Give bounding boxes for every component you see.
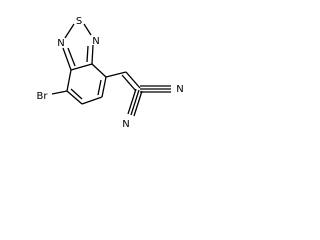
bond-n1-s bbox=[64, 23, 75, 39]
bond-c3a-c4 bbox=[91, 63, 107, 78]
bond-ch-c bbox=[125, 71, 141, 89]
bond-c5-c6 bbox=[81, 96, 103, 105]
bromine-label: Br bbox=[37, 91, 49, 102]
bond-c4-c5 bbox=[101, 76, 107, 98]
benzene-ring bbox=[66, 63, 107, 105]
vinyl-group bbox=[105, 71, 141, 92]
molecule-structure-diagram: S N N Br N N bbox=[37, 16, 184, 130]
double-bond-n3-c3a bbox=[86, 45, 89, 63]
double-bond-c6-c7 bbox=[70, 88, 83, 100]
bond-c7-c7a bbox=[66, 69, 72, 92]
bond-c4-ch bbox=[105, 71, 127, 78]
triple-bond-lower-b bbox=[130, 89, 140, 116]
nitrogen-right-label: N bbox=[92, 36, 99, 47]
double-bond-c7a-n1 bbox=[67, 47, 76, 67]
nitrile-n-upper-label: N bbox=[176, 84, 183, 95]
sulfur-label: S bbox=[76, 16, 82, 27]
triple-bond-lower-c bbox=[133, 90, 143, 117]
nitrile-upper bbox=[140, 85, 171, 93]
structure-canvas: S N N Br N N bbox=[0, 0, 209, 158]
bond-c6-c7 bbox=[66, 90, 83, 105]
double-bond-c4-c5 bbox=[97, 79, 102, 96]
nitrogen-left-label: N bbox=[57, 38, 64, 49]
bond-c7a-n1 bbox=[62, 47, 72, 71]
double-bond-ch-c bbox=[121, 74, 137, 92]
thiadiazole-ring bbox=[62, 23, 94, 71]
nitrile-n-lower-label: N bbox=[122, 119, 129, 130]
bond-s-n3 bbox=[83, 23, 92, 36]
bond-n3-c3a bbox=[91, 44, 94, 65]
bond-c7a-c3a bbox=[70, 63, 93, 71]
nitrile-lower bbox=[127, 88, 143, 117]
triple-bond-lower-a bbox=[127, 88, 137, 115]
bond-c7-br bbox=[51, 90, 68, 95]
